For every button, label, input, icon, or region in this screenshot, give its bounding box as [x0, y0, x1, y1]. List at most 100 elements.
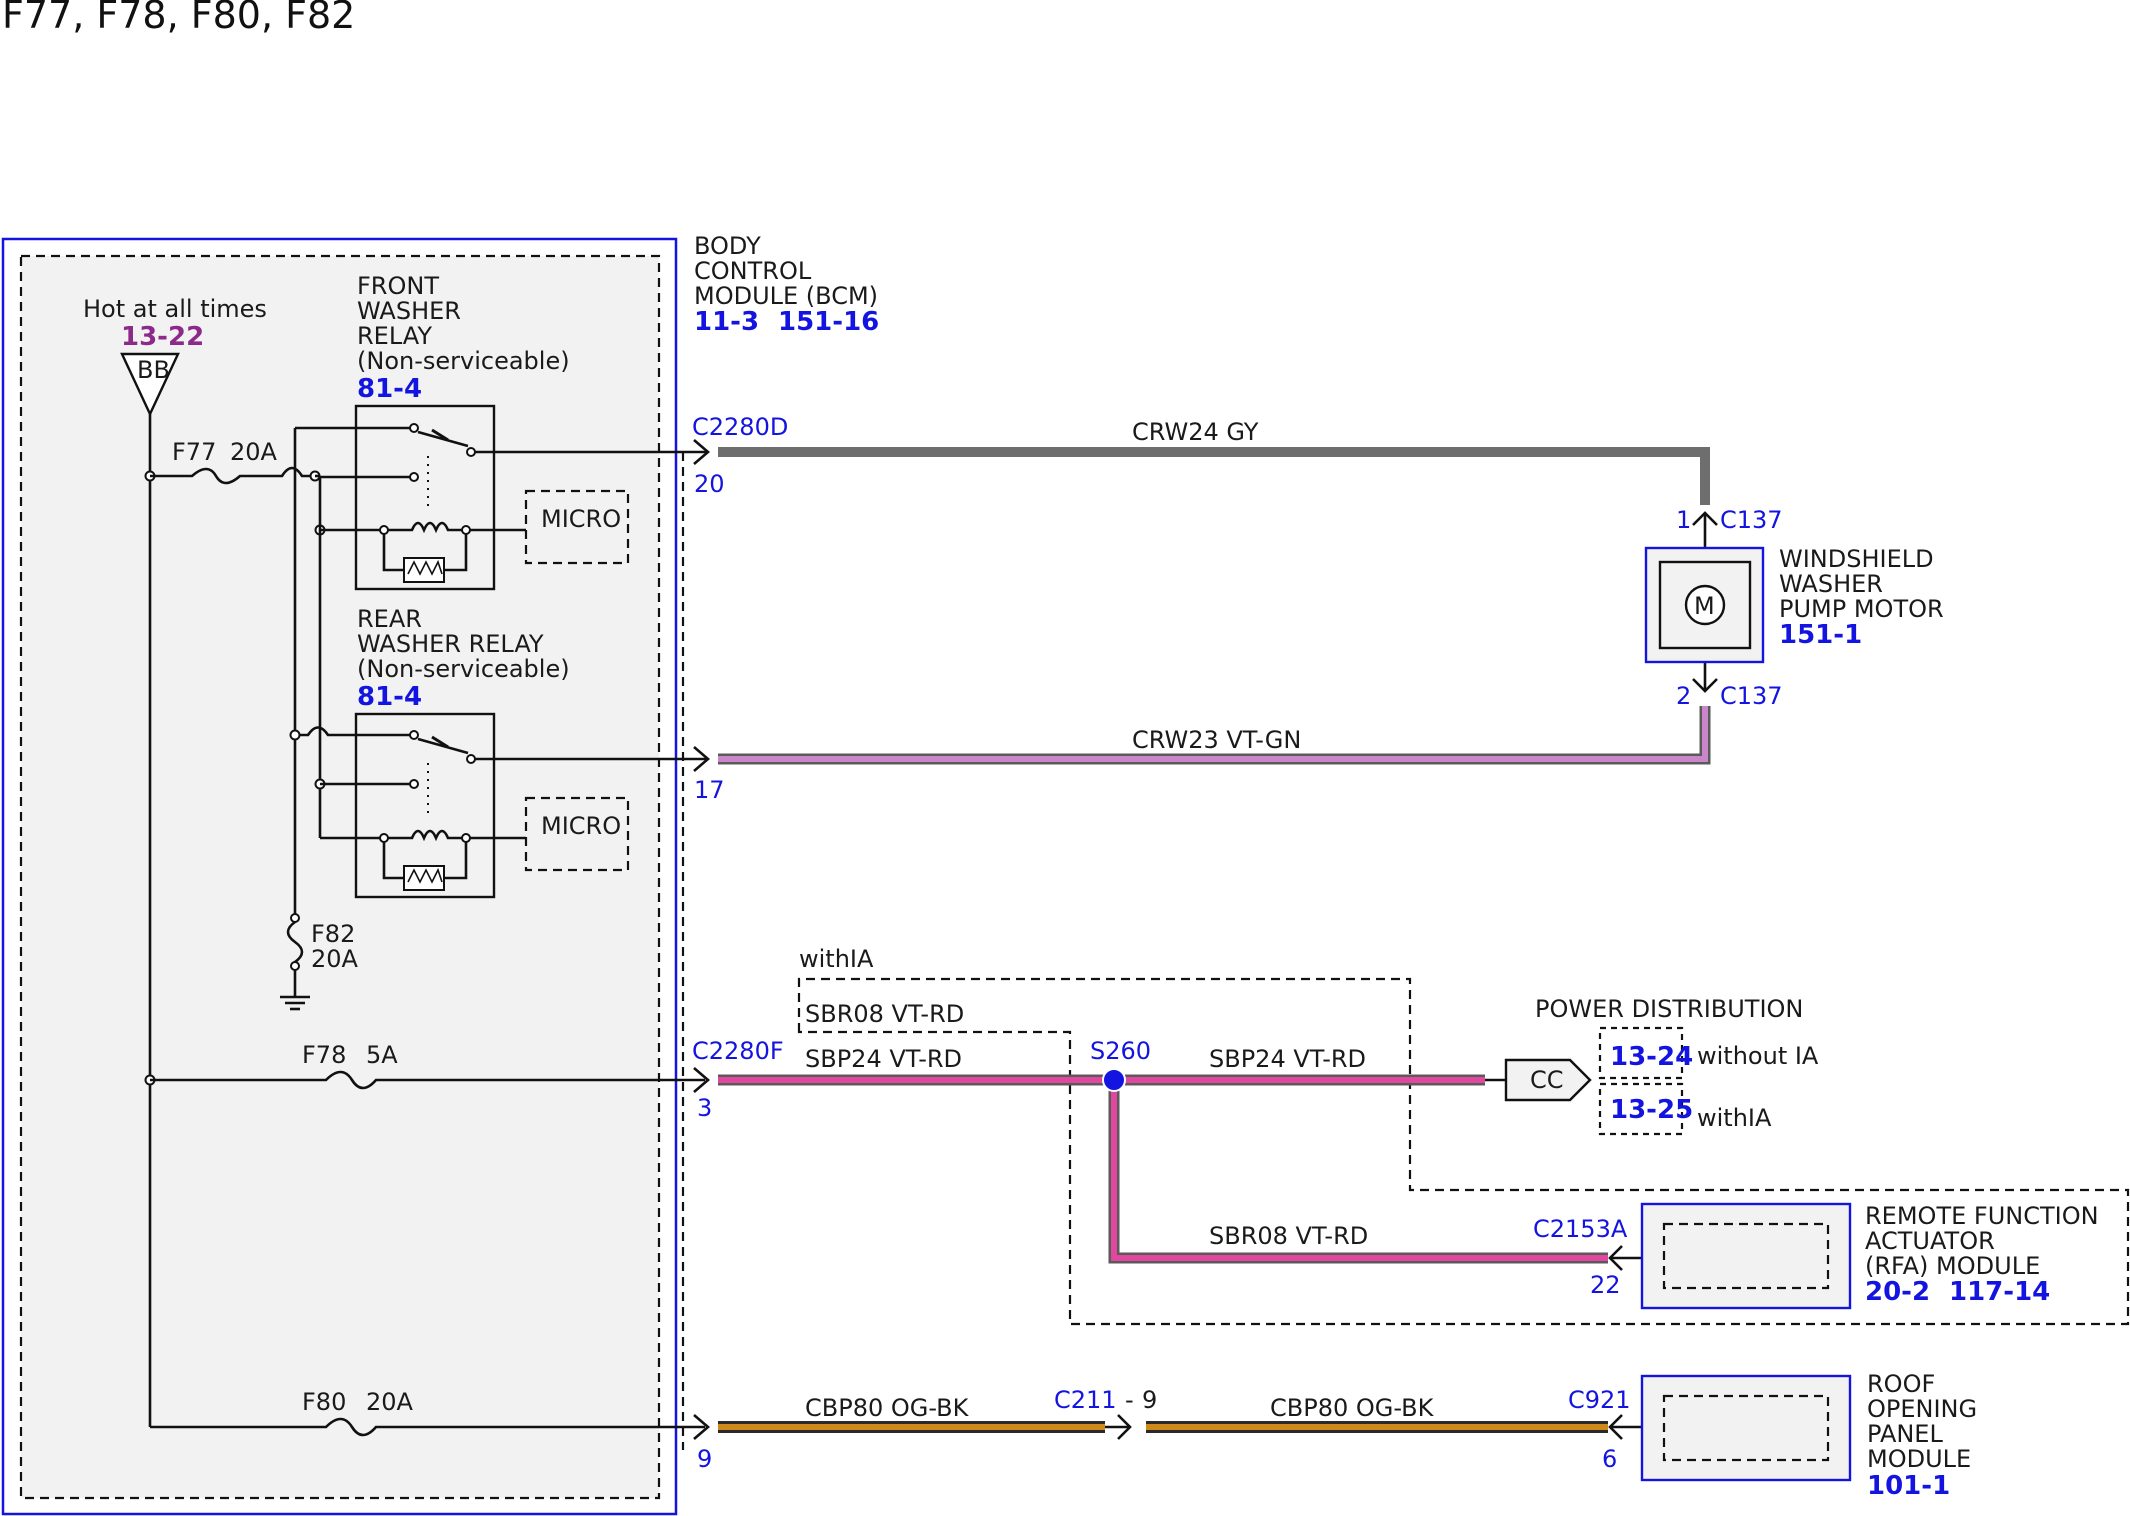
f80-amp: 20A: [366, 1388, 414, 1416]
cc-connector[interactable]: [1504, 1058, 1592, 1102]
roof-ref[interactable]: 101-1: [1867, 1471, 1950, 1501]
rfa-module-outline: [1640, 1202, 1852, 1310]
f77-fuse: [150, 466, 315, 485]
c2280d-label[interactable]: C2280D: [692, 413, 788, 441]
roof-module-outline: [1640, 1374, 1852, 1482]
bus-bb-label: BB: [137, 356, 170, 384]
motor-icon: [1684, 584, 1726, 626]
crw23-label: CRW23 VT-GN: [1132, 726, 1301, 754]
c211-separator: -: [1125, 1386, 1134, 1414]
c2153a-pin22: 22: [1590, 1271, 1621, 1299]
bcm-inner-dashed: [19, 254, 661, 1500]
rfa-ref-1[interactable]: 20-2: [1865, 1277, 1930, 1307]
c921-label[interactable]: C921: [1568, 1386, 1631, 1414]
pump-line-2: WASHER: [1779, 570, 1883, 598]
hot-ref[interactable]: 13-22: [121, 322, 204, 352]
cbp80-label-a: CBP80 OG-BK: [805, 1394, 970, 1422]
bcm-ref-1[interactable]: 11-3: [694, 307, 759, 337]
c2280d-pin20: 20: [694, 470, 725, 498]
rear-washer-relay: REAR WASHER RELAY (Non-serviceable) 81-4…: [289, 605, 708, 899]
c2280f-pin3-arrow: [693, 1067, 710, 1093]
front-relay-line-2: WASHER: [357, 297, 461, 325]
c2153a-label[interactable]: C2153A: [1533, 1215, 1628, 1243]
c2280f-pin9: 9: [697, 1445, 712, 1473]
pump-motor-label: WINDSHIELD WASHER PUMP MOTOR 151-1: [1779, 545, 1944, 650]
c2280f-label[interactable]: C2280F: [692, 1037, 784, 1065]
c2280f-pin3: 3: [697, 1094, 712, 1122]
crw23-vt-gn-wire[interactable]: [718, 706, 1708, 762]
rear-relay-line-1: REAR: [357, 605, 422, 633]
crw24-gy-wire[interactable]: [718, 447, 1710, 505]
f80-label: F80: [302, 1388, 346, 1416]
pd-ref-1[interactable]: 13-24: [1610, 1042, 1693, 1072]
c2280d-pin17: 17: [694, 776, 725, 804]
front-relay-micro: MICRO: [541, 505, 621, 533]
rfa-line-3: (RFA) MODULE: [1865, 1252, 2040, 1280]
f80-fuse: [150, 1417, 705, 1437]
roof-module-label: ROOF OPENING PANEL MODULE 101-1: [1867, 1370, 1977, 1501]
pump-ref[interactable]: 151-1: [1779, 620, 1862, 650]
pump-line-3: PUMP MOTOR: [1779, 595, 1944, 623]
rear-relay-ref[interactable]: 81-4: [357, 682, 422, 712]
rfa-ref-2[interactable]: 117-14: [1949, 1277, 2050, 1307]
rear-relay-micro: MICRO: [541, 812, 621, 840]
f78-amp: 5A: [366, 1041, 398, 1069]
bcm-name-line-3: MODULE (BCM): [694, 282, 878, 310]
withia-option-box: [797, 977, 2130, 1326]
front-relay-line-4: (Non-serviceable): [357, 347, 570, 375]
sbp24-label-a: SBP24 VT-RD: [805, 1045, 962, 1073]
pd-option-2: withIA: [1697, 1104, 1772, 1132]
front-washer-relay: FRONT WASHER RELAY (Non-serviceable) 81-…: [320, 272, 708, 591]
rear-relay-line-2: WASHER RELAY: [357, 630, 544, 658]
bcm-name-line-2: CONTROL: [694, 257, 812, 285]
roof-line-2: OPENING: [1867, 1395, 1977, 1423]
sbp24-label-b: SBP24 VT-RD: [1209, 1045, 1366, 1073]
c211-label[interactable]: C211: [1054, 1386, 1117, 1414]
f78-fuse: [150, 1070, 705, 1090]
f78-label: F78: [302, 1041, 346, 1069]
withia-label: withIA: [799, 945, 874, 973]
cc-label: CC: [1530, 1066, 1564, 1094]
sbr08-bottom-label: SBR08 VT-RD: [1209, 1222, 1368, 1250]
rfa-line-1: REMOTE FUNCTION: [1865, 1202, 2099, 1230]
power-distribution-label: POWER DISTRIBUTION: [1535, 995, 1803, 1023]
s260-label[interactable]: S260: [1090, 1037, 1151, 1065]
rfa-line-2: ACTUATOR: [1865, 1227, 1995, 1255]
bcm-name-line-1: BODY: [694, 232, 761, 260]
bcm-ref-2[interactable]: 151-16: [778, 307, 879, 337]
f77-amp: 20A: [230, 438, 278, 466]
c137-label-2[interactable]: C137: [1720, 682, 1783, 710]
f82-amp: 20A: [311, 945, 359, 973]
front-relay-line-1: FRONT: [357, 272, 439, 300]
bus-bb-triangle: [120, 352, 180, 417]
sbr08-top-label: SBR08 VT-RD: [805, 1000, 964, 1028]
motor-symbol: M: [1694, 592, 1715, 620]
f77-label: F77: [172, 438, 216, 466]
crw24-label: CRW24 GY: [1132, 418, 1259, 446]
cbp80-label-b: CBP80 OG-BK: [1270, 1394, 1435, 1422]
roof-line-3: PANEL: [1867, 1420, 1943, 1448]
roof-line-4: MODULE: [1867, 1445, 1971, 1473]
front-relay-ref[interactable]: 81-4: [357, 374, 422, 404]
c137-pin2: 2: [1676, 682, 1691, 710]
pump-line-1: WINDSHIELD: [1779, 545, 1934, 573]
c921-pin6: 6: [1602, 1445, 1617, 1473]
c137-pin1: 1: [1676, 506, 1691, 534]
rear-relay-line-3: (Non-serviceable): [357, 655, 570, 683]
roof-line-1: ROOF: [1867, 1370, 1935, 1398]
c2280f-pin9-arrow: [693, 1414, 710, 1440]
ground-symbol: [280, 995, 310, 1011]
rfa-module-label: REMOTE FUNCTION ACTUATOR (RFA) MODULE 20…: [1865, 1202, 2099, 1307]
page-title: F77, F78, F80, F82: [2, 0, 355, 37]
bcm-label: BODY CONTROL MODULE (BCM) 11-3 151-16: [694, 232, 879, 337]
f82-label: F82: [311, 920, 355, 948]
pd-option-1: without IA: [1697, 1042, 1819, 1070]
sbr08-vt-rd-wire[interactable]: [1111, 1080, 1608, 1261]
hot-at-all-times-label: Hot at all times: [83, 295, 267, 323]
s260-splice[interactable]: [1102, 1068, 1126, 1092]
pd-ref-2[interactable]: 13-25: [1610, 1095, 1693, 1125]
front-relay-line-3: RELAY: [357, 322, 432, 350]
c137-label-1[interactable]: C137: [1720, 506, 1783, 534]
c2280d-pin17-arrow: [693, 746, 710, 772]
